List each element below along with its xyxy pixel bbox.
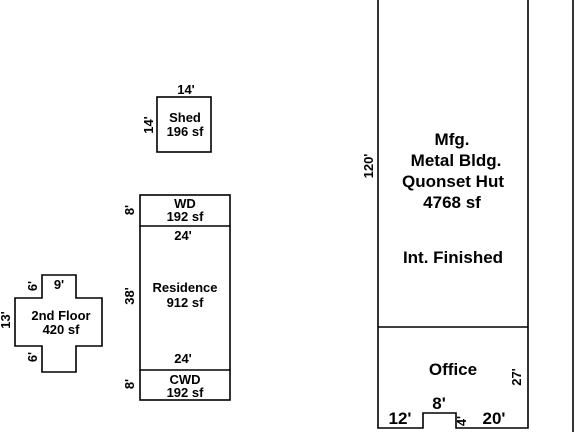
residence-name-label: Residence xyxy=(152,280,217,295)
second-floor-top-width-label: 9' xyxy=(54,277,64,292)
second-floor-name-label: 2nd Floor xyxy=(31,308,90,323)
residence-top-width-label: 24' xyxy=(174,228,192,243)
main-building-line3-label: Quonset Hut xyxy=(402,172,504,191)
shed-structure: 14' 14' Shed 196 sf xyxy=(141,82,212,153)
office-name-label: Office xyxy=(429,360,477,379)
wd-area-label: 192 sf xyxy=(167,209,205,224)
shed-depth-label: 14' xyxy=(141,116,156,134)
residence-bottom-width-label: 24' xyxy=(174,351,192,366)
second-floor-structure: 9' 6' 13' 6' 2nd Floor 420 sf xyxy=(0,274,103,373)
wd-name-label: WD xyxy=(174,196,196,211)
second-floor-outline xyxy=(14,274,103,373)
office-notch-depth-label: 4' xyxy=(454,416,469,426)
shed-width-label: 14' xyxy=(177,82,195,97)
second-floor-top-depth-label: 6' xyxy=(25,281,40,291)
residence-depth-label: 38' xyxy=(122,287,137,305)
main-building-line1-label: Mfg. xyxy=(435,130,470,149)
office-notch-width-label: 8' xyxy=(432,394,446,413)
residence-outline xyxy=(139,194,231,401)
main-building-area-label: 4768 sf xyxy=(423,193,481,212)
shed-area-label: 196 sf xyxy=(167,124,205,139)
residence-structure: WD 192 sf 8' 24' Residence 912 sf 24' 38… xyxy=(122,194,231,401)
cwd-depth-label: 8' xyxy=(122,379,137,389)
wd-depth-label: 8' xyxy=(122,205,137,215)
office-depth-label: 27' xyxy=(509,368,524,386)
shed-outline xyxy=(156,96,212,153)
shed-name-label: Shed xyxy=(169,110,201,125)
second-floor-area-label: 420 sf xyxy=(43,322,81,337)
main-building-outline xyxy=(377,0,529,429)
second-floor-middle-depth-label: 13' xyxy=(0,311,13,329)
cwd-area-label: 192 sf xyxy=(167,385,205,400)
office-bottom-left-label: 12' xyxy=(389,409,412,428)
main-building-interior-label: Int. Finished xyxy=(403,248,503,267)
main-building-structure: 120' Mfg. Metal Bldg. Quonset Hut 4768 s… xyxy=(361,0,529,429)
main-building-line2-label: Metal Bldg. xyxy=(411,151,502,170)
cwd-name-label: CWD xyxy=(169,372,200,387)
main-building-depth-label: 120' xyxy=(361,154,376,179)
second-floor-bottom-depth-label: 6' xyxy=(25,352,40,362)
office-bottom-right-label: 20' xyxy=(483,409,506,428)
residence-area-label: 912 sf xyxy=(167,295,205,310)
